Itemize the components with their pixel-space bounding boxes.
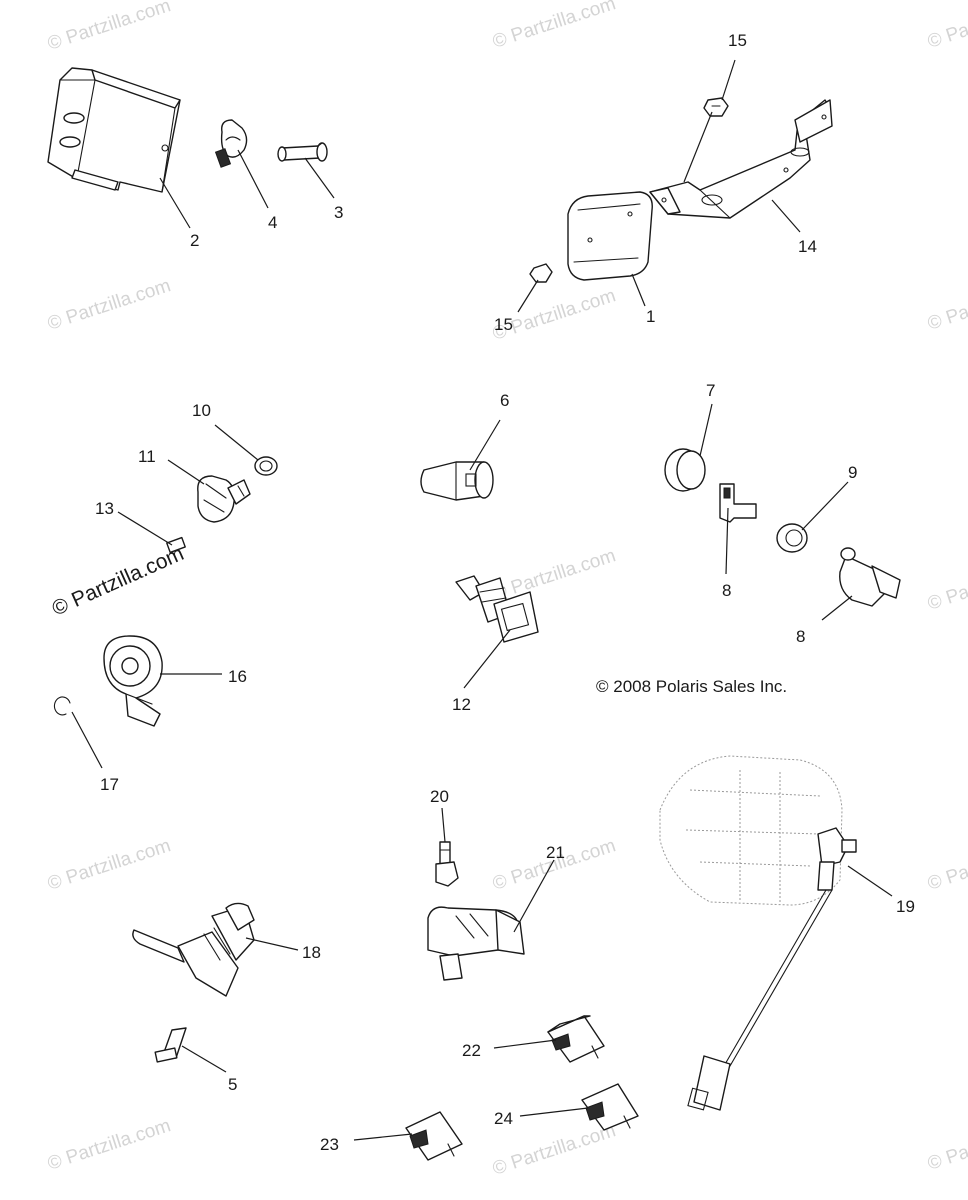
callout-17: 17 [100, 775, 119, 794]
callout-8: 8 [796, 627, 805, 646]
callout-14: 14 [798, 237, 817, 256]
part-4-clip[interactable] [214, 119, 248, 168]
callout-12: 12 [452, 695, 471, 714]
callout-1: 1 [646, 307, 655, 326]
part-21-map-sensor[interactable] [427, 906, 525, 981]
part-7-cap[interactable] [664, 448, 706, 492]
part-19-sensor-wire[interactable] [659, 755, 857, 1111]
part-5-bolt[interactable] [154, 1027, 187, 1063]
part-12-temp-sensor[interactable] [455, 575, 539, 643]
part-20-bolt[interactable] [435, 841, 459, 887]
callout-4: 4 [268, 213, 277, 232]
part-14-bracket[interactable] [649, 99, 833, 219]
part-8-switch[interactable] [839, 547, 901, 607]
part-13-screw[interactable] [166, 536, 186, 554]
callout-6: 6 [500, 391, 509, 410]
part-9-nut[interactable] [776, 523, 808, 553]
callout-15: 15 [494, 315, 513, 334]
part-17-clip[interactable] [53, 696, 71, 716]
watermark-text: © Partzilla.com [45, 835, 173, 895]
callouts: 2 4 3 15 14 1 15 10 11 13 6 7 8 9 8 12 1… [95, 31, 915, 1154]
callout-11: 11 [138, 447, 156, 466]
callout-13: 13 [95, 499, 114, 518]
callout-24: 24 [494, 1109, 513, 1128]
watermark-text: © Partzilla.com [925, 1115, 968, 1175]
callout-3: 3 [334, 203, 343, 222]
callout-21: 21 [546, 843, 565, 862]
callout-2: 2 [190, 231, 199, 250]
callout-8: 8 [722, 581, 731, 600]
callout-10: 10 [192, 401, 211, 420]
callout-7: 7 [706, 381, 715, 400]
part-16-knock-sensor[interactable] [103, 635, 163, 727]
watermark-text: © Partzilla.com [490, 545, 618, 605]
part-18-injector[interactable] [132, 902, 255, 997]
leader-lines [71, 59, 893, 1141]
callout-15: 15 [728, 31, 747, 50]
watermark-prominent: © Partzilla.com [49, 542, 188, 621]
watermark-text: © Partzilla.com [490, 1120, 618, 1180]
watermark-text: © Partzilla.com [925, 275, 968, 335]
callout-19: 19 [896, 897, 915, 916]
callout-18: 18 [302, 943, 321, 962]
watermark-text: © Partzilla.com [925, 0, 968, 53]
part-11-sensor[interactable] [197, 475, 251, 523]
watermark-text: © Partzilla.com [925, 835, 968, 895]
part-24-switch[interactable] [581, 1083, 639, 1131]
watermark-text: © Partzilla.com [925, 555, 968, 615]
callout-9: 9 [848, 463, 857, 482]
callout-16: 16 [228, 667, 247, 686]
callout-23: 23 [320, 1135, 339, 1154]
watermark-text: © Partzilla.com [45, 0, 173, 55]
part-2-ecu-module[interactable] [47, 67, 181, 193]
part-1-cover[interactable] [567, 191, 653, 281]
part-15-nut-upper[interactable] [703, 97, 729, 117]
copyright-text: © 2008 Polaris Sales Inc. [596, 677, 787, 696]
part-6-plug[interactable] [420, 461, 494, 501]
callout-20: 20 [430, 787, 449, 806]
part-15-nut-lower[interactable] [529, 263, 553, 283]
part-23-switch[interactable] [405, 1111, 463, 1161]
part-22-switch[interactable] [547, 1015, 605, 1063]
callout-5: 5 [228, 1075, 237, 1094]
watermark-text: © Partzilla.com [490, 0, 618, 53]
watermarks: © Partzilla.com © Partzilla.com © Partzi… [45, 0, 968, 1180]
part-8-key-tab[interactable] [719, 483, 757, 523]
part-3-pin[interactable] [277, 142, 328, 162]
part-10-o-ring[interactable] [254, 456, 278, 476]
callout-22: 22 [462, 1041, 481, 1060]
watermark-text: © Partzilla.com [45, 1115, 173, 1175]
watermark-text: © Partzilla.com [45, 275, 173, 335]
